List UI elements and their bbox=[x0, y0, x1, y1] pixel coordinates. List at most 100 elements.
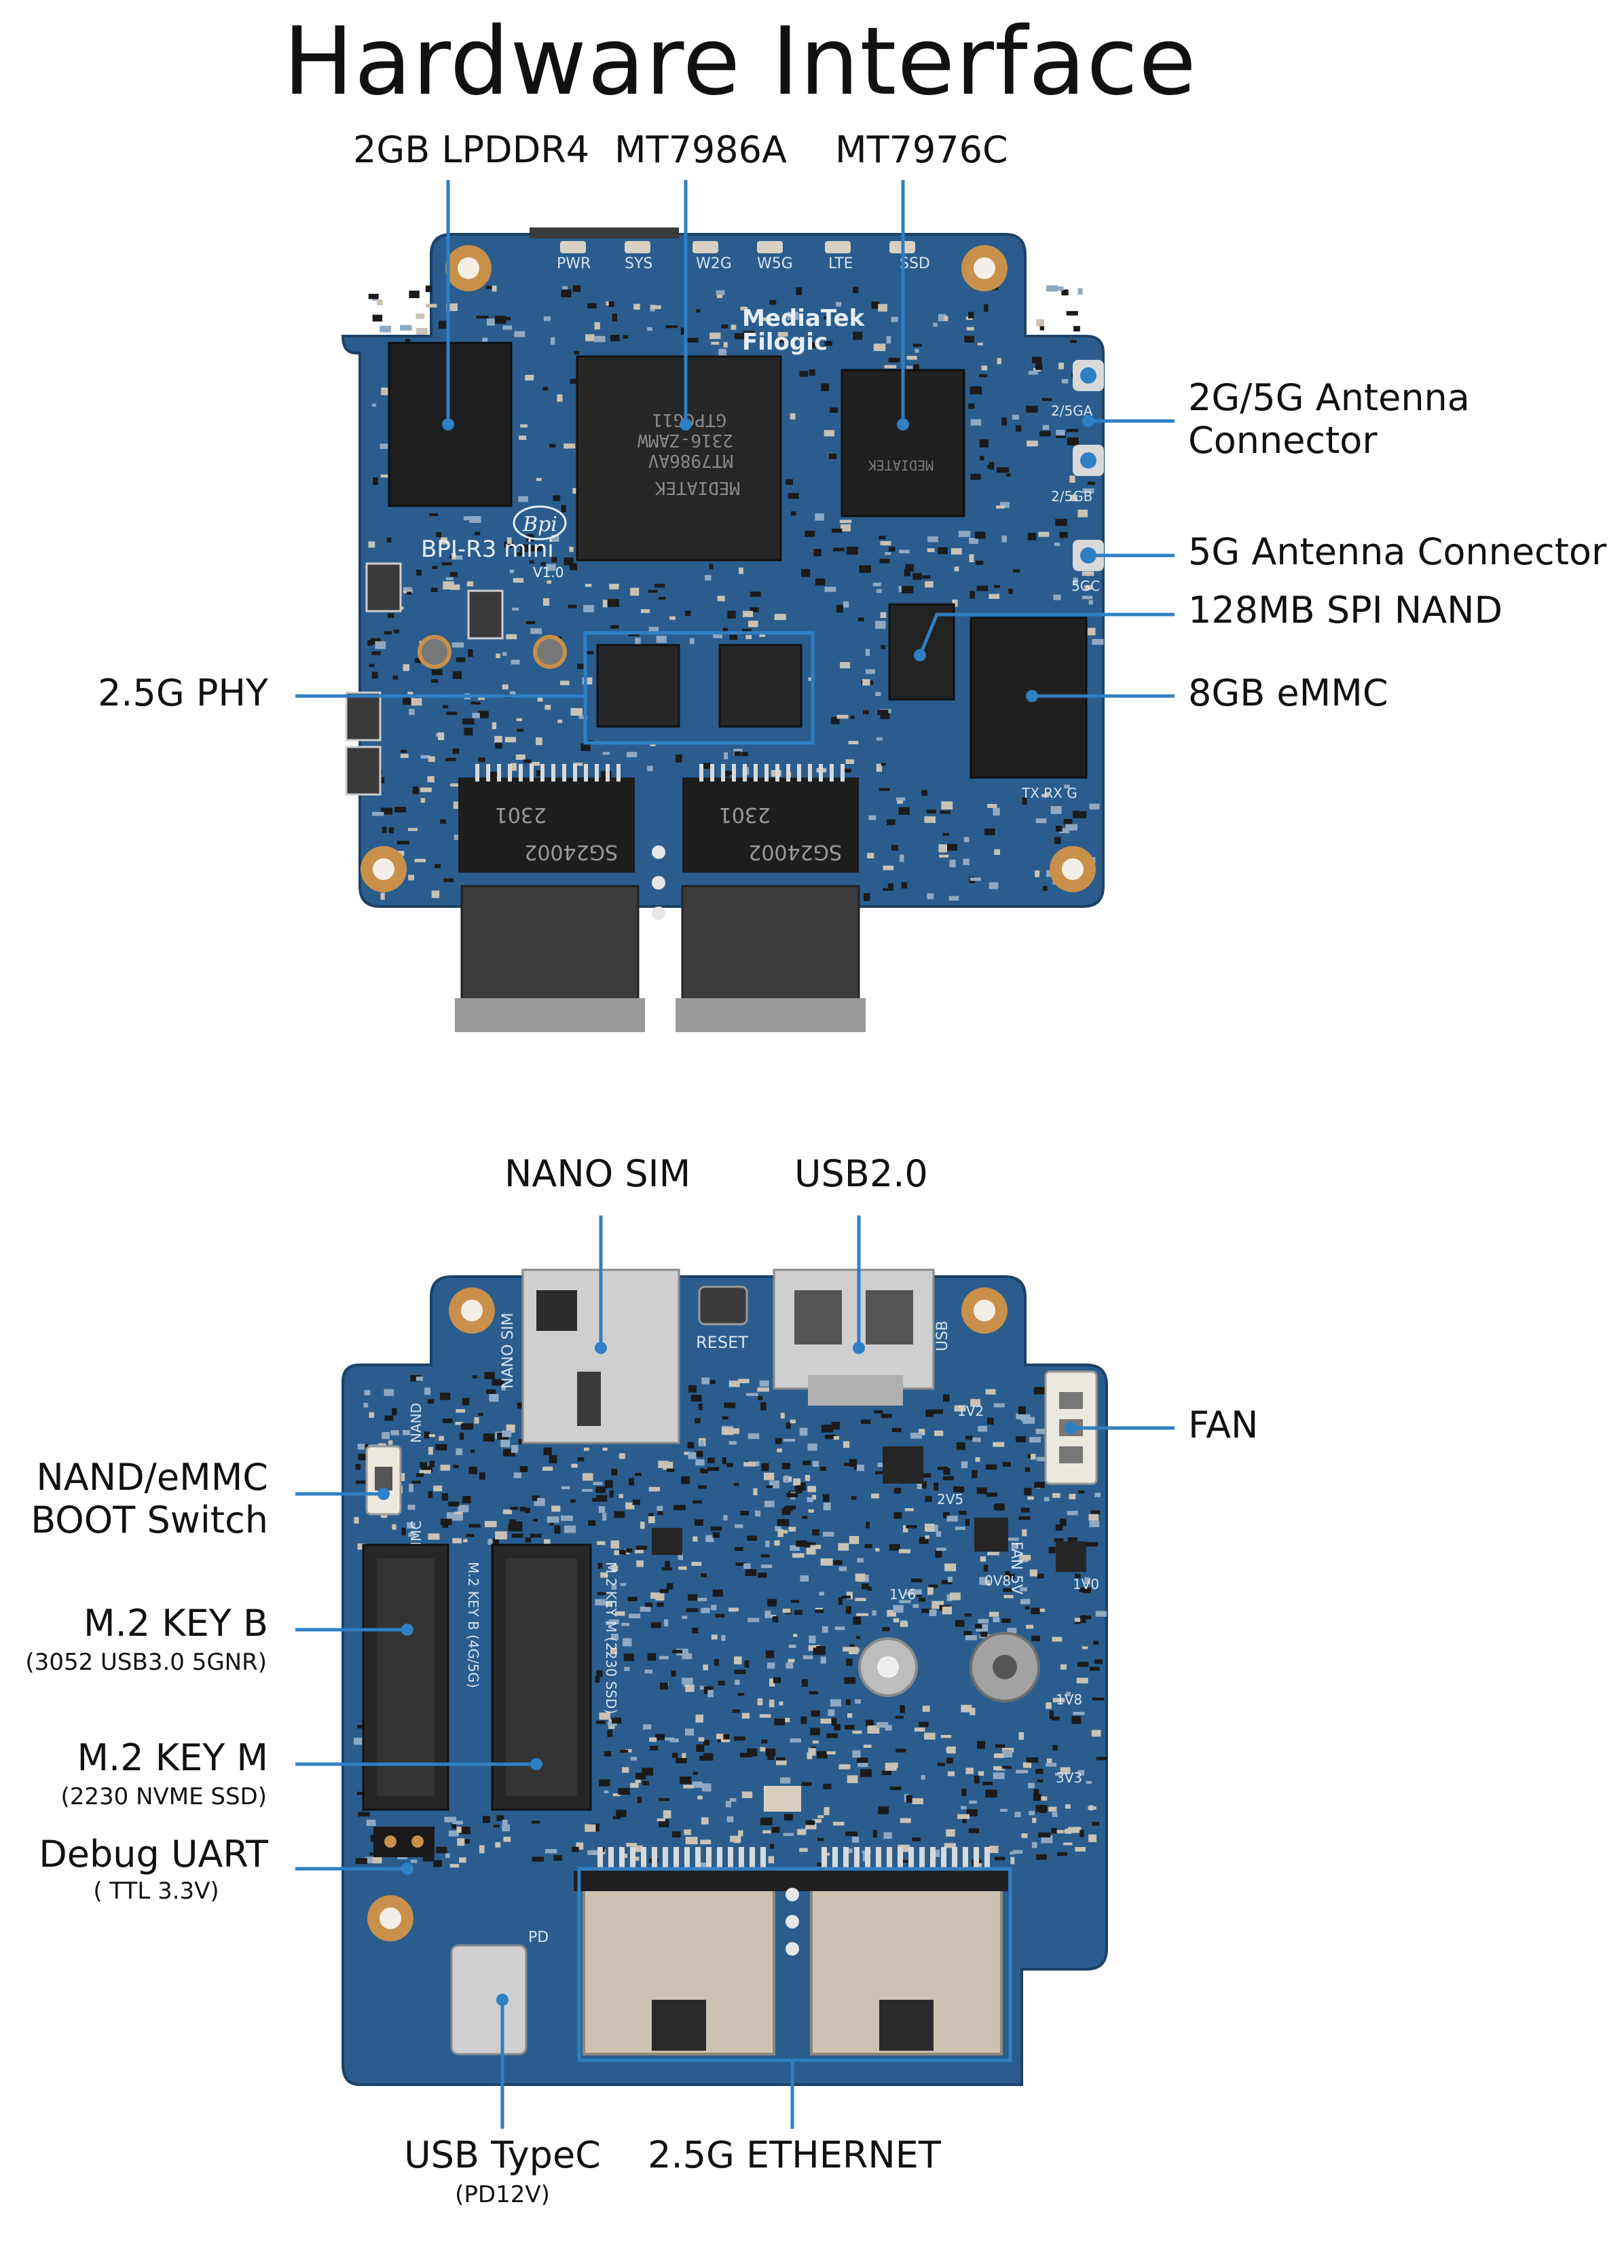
smd-component bbox=[564, 1525, 576, 1533]
smd-component bbox=[931, 1601, 944, 1609]
smd-component bbox=[544, 1539, 551, 1545]
smd-component bbox=[901, 882, 908, 889]
smd-component bbox=[1041, 398, 1052, 401]
smd-component bbox=[876, 763, 883, 772]
smd-component bbox=[912, 572, 922, 580]
smd-component bbox=[1052, 1636, 1063, 1642]
smd-component bbox=[919, 1721, 929, 1727]
smd-component bbox=[532, 1857, 545, 1862]
smd-component bbox=[409, 1484, 414, 1493]
smd-component bbox=[994, 585, 1000, 588]
smd-component bbox=[810, 1727, 820, 1736]
smd-component bbox=[703, 1753, 714, 1761]
smd-component bbox=[692, 1627, 699, 1634]
smd-component bbox=[817, 1837, 824, 1842]
connector-pin bbox=[486, 764, 490, 782]
smd-component bbox=[1003, 1594, 1014, 1598]
smd-component bbox=[1022, 797, 1027, 805]
smd-component bbox=[831, 1717, 837, 1726]
smd-component bbox=[885, 1725, 892, 1731]
smd-component bbox=[775, 1760, 787, 1766]
smd-component bbox=[483, 1433, 495, 1442]
smd-component bbox=[666, 1583, 673, 1590]
smd-component bbox=[735, 1679, 740, 1685]
smd-component bbox=[937, 1466, 948, 1470]
smd-component bbox=[833, 1435, 839, 1440]
smd-component bbox=[532, 1495, 540, 1501]
smd-component bbox=[906, 1795, 912, 1803]
smd-component bbox=[875, 1471, 886, 1475]
smd-component bbox=[741, 1791, 753, 1799]
label-spi-nand: 128MB SPI NAND bbox=[1188, 589, 1503, 632]
smd-component bbox=[636, 1560, 644, 1567]
smd-component bbox=[489, 1394, 499, 1402]
smd-component bbox=[452, 555, 463, 560]
smd-component bbox=[1031, 356, 1042, 363]
smd-component bbox=[502, 1824, 511, 1831]
smd-component bbox=[1088, 600, 1094, 605]
smd-component bbox=[759, 317, 767, 321]
smd-component bbox=[401, 1527, 406, 1536]
smd-component bbox=[847, 1713, 853, 1718]
smd-component bbox=[985, 1789, 997, 1798]
smd-component bbox=[836, 714, 849, 719]
connector-pin bbox=[930, 1847, 936, 1867]
smd-component bbox=[849, 1535, 860, 1544]
smd-component bbox=[1082, 571, 1094, 577]
smd-component bbox=[1061, 379, 1069, 384]
smd-component bbox=[722, 627, 728, 632]
smd-component bbox=[934, 1482, 939, 1491]
smd-component bbox=[456, 657, 466, 663]
smd-component bbox=[1001, 535, 1007, 543]
smd-component bbox=[843, 1441, 850, 1448]
smd-component bbox=[999, 1808, 1008, 1812]
smd-component bbox=[768, 1856, 775, 1863]
smd-component bbox=[443, 878, 454, 883]
smd-component bbox=[796, 1485, 802, 1494]
smd-component bbox=[416, 1376, 424, 1381]
top-components bbox=[367, 285, 1104, 901]
smd-component bbox=[429, 1461, 435, 1467]
reset-silk: RESET bbox=[696, 1333, 748, 1352]
smd-component bbox=[1041, 1835, 1053, 1844]
smd-component bbox=[614, 1511, 625, 1518]
standoff-icon bbox=[418, 635, 451, 669]
smd-component bbox=[844, 1463, 855, 1467]
smd-component bbox=[863, 710, 869, 714]
smd-component bbox=[750, 591, 761, 598]
smd-component bbox=[769, 299, 777, 305]
smd-component bbox=[722, 1457, 726, 1465]
smd-component bbox=[422, 1854, 435, 1862]
smd-component bbox=[1092, 638, 1104, 645]
smd-component bbox=[1020, 1507, 1030, 1513]
smd-component bbox=[384, 631, 392, 635]
smd-component bbox=[416, 569, 422, 576]
smd-component bbox=[663, 1810, 671, 1818]
connector-pin bbox=[540, 764, 545, 782]
smd-component bbox=[983, 1565, 989, 1572]
smd-component bbox=[648, 1486, 661, 1492]
smd-component bbox=[905, 564, 915, 572]
connector-pin bbox=[475, 764, 479, 782]
smd-component bbox=[354, 1738, 363, 1745]
smd-component bbox=[820, 1718, 832, 1724]
smd-component bbox=[1069, 1493, 1076, 1500]
smd-component bbox=[536, 477, 542, 481]
smd-component bbox=[898, 1549, 910, 1554]
smd-component bbox=[557, 394, 563, 402]
smd-component bbox=[433, 1860, 443, 1867]
smd-component bbox=[408, 875, 415, 881]
smd-component bbox=[683, 1785, 694, 1789]
smd-component bbox=[511, 1533, 523, 1538]
smd-component bbox=[655, 1734, 665, 1740]
smd-component bbox=[1028, 1782, 1035, 1789]
smd-component bbox=[698, 1737, 705, 1742]
smd-component bbox=[1094, 1659, 1103, 1664]
smd-component bbox=[368, 541, 375, 548]
smd-component bbox=[886, 819, 896, 826]
smd-component bbox=[855, 1573, 866, 1581]
smd-component bbox=[936, 1531, 941, 1537]
smd-component bbox=[1010, 1851, 1015, 1855]
smd-component bbox=[650, 305, 661, 310]
connector-pin bbox=[597, 1847, 603, 1867]
